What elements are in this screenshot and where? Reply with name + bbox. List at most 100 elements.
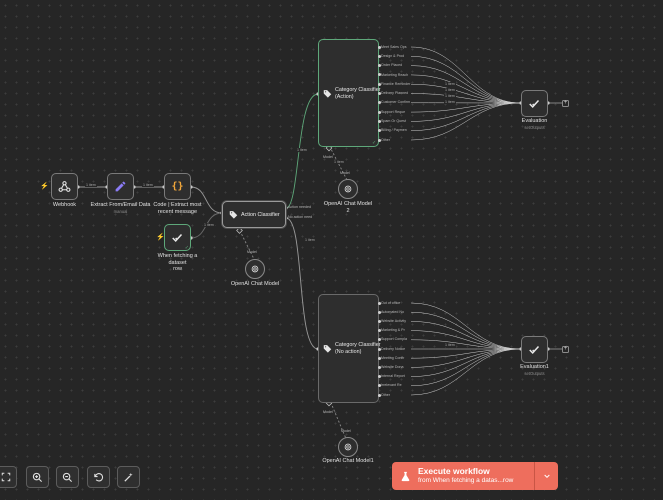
cat-action-port-dot[interactable] (377, 110, 381, 114)
zoom-out-button[interactable] (56, 466, 79, 488)
cat-action-port-dot[interactable] (377, 92, 381, 95)
node-evaluation-label: Evaluation (521, 118, 548, 124)
zoom-in-button[interactable] (26, 466, 49, 488)
cat-noaction-port-dot[interactable] (377, 384, 381, 388)
node-dataset-trigger[interactable]: ✓ (164, 224, 191, 251)
cat-action-fan-edge[interactable] (410, 46, 522, 104)
cat-action-fan-edge[interactable] (410, 56, 522, 104)
cat-noaction-port-dot[interactable] (377, 310, 381, 314)
edge-code-action[interactable] (190, 186, 223, 214)
execute-title: Execute workflow (418, 466, 490, 477)
execute-workflow-button[interactable]: Execute workflow from When fetching a da… (392, 462, 558, 490)
cat-noaction-port-label: Website Activity (381, 319, 407, 323)
node-evaluation[interactable] (521, 90, 548, 117)
port-cat-noaction-model: Model (323, 410, 333, 414)
node-evaluation-sub: setOutputs (524, 125, 545, 130)
cat-action-port-dot[interactable] (377, 129, 381, 133)
cat-noaction-port-label: Automated No (381, 309, 404, 314)
cat-action-port-dot[interactable] (377, 45, 381, 49)
port-no-action: No action need (288, 215, 313, 219)
cat-action-port-dot[interactable] (377, 101, 381, 105)
node-openai1-label: OpenAI Chat Model (230, 281, 280, 287)
node-evaluation1-label: Evaluation1 (520, 364, 549, 370)
node-extract-email[interactable] (107, 173, 134, 200)
edge-label-fan: 1 item (444, 88, 456, 92)
cat-noaction-fan-edge[interactable] (410, 321, 522, 350)
node-webhook[interactable] (51, 173, 78, 200)
cat-noaction-fan-edge[interactable] (410, 348, 522, 396)
cat-noaction-port-dot[interactable] (377, 329, 381, 333)
edge-label-fan: 1 item (444, 82, 456, 86)
cat-action-fan-edge[interactable] (410, 93, 522, 104)
cat-action-port-label: Order Placed (381, 63, 403, 68)
node-code[interactable]: {} (164, 173, 191, 200)
cat-noaction-port-label: Website Dona (381, 365, 404, 369)
cat-action-port-label: Finance Reminder (381, 81, 411, 86)
cat-action-port-dot[interactable] (377, 82, 381, 86)
edge-action-cat-noaction[interactable] (285, 217, 319, 350)
cat-noaction-fan-edge[interactable] (410, 339, 522, 350)
cat-noaction-fan-edge[interactable] (410, 348, 522, 387)
reset-zoom-button[interactable] (87, 466, 110, 488)
cat-noaction-port-dot[interactable] (377, 393, 381, 397)
cat-action-port-label: Other (381, 137, 390, 142)
cat-action-port-dot[interactable] (377, 138, 381, 142)
edge-label-fan2: 1 item (444, 343, 456, 347)
node-extract-sub: manual (113, 209, 128, 214)
cat-action-fan-edge[interactable] (410, 65, 522, 104)
cat-noaction-port-label: Other (381, 392, 390, 397)
cat-noaction-port-dot[interactable] (377, 375, 381, 379)
node-openai-model-1[interactable] (245, 259, 265, 279)
cat-action-fan-edge[interactable] (410, 102, 522, 131)
cat-action-port-dot[interactable] (377, 64, 381, 68)
cat-action-fan-edge[interactable] (410, 74, 522, 104)
port-cat-action-model: Model (323, 155, 333, 159)
cat-noaction-port-dot[interactable] (377, 365, 381, 369)
cat-noaction-fan-edge[interactable] (410, 330, 522, 350)
edge-label-fan: 1 item (444, 94, 456, 98)
edge-model1-action[interactable] (239, 230, 256, 262)
cat-action-fan-edge[interactable] (410, 83, 522, 104)
cat-action-port-dot[interactable] (377, 73, 381, 77)
cat-noaction-port-dot[interactable] (377, 338, 381, 342)
add-node-plus-icon[interactable]: + (562, 345, 569, 353)
cat-noaction-port-dot[interactable] (377, 319, 381, 323)
node-action-classifier[interactable]: Action Classifier (222, 201, 286, 228)
cat-noaction-fan-edge[interactable] (410, 348, 522, 377)
node-openai-model-2[interactable] (338, 179, 358, 199)
edge-label-noaction: 1 item (304, 238, 316, 242)
cat-noaction-fan-edge[interactable] (410, 348, 522, 368)
tag-icon (323, 345, 332, 353)
port-action-needed: Action needed (288, 205, 311, 209)
cat-action-fan-edge[interactable] (410, 102, 522, 141)
trigger-bolt-icon: ⚡ (156, 234, 165, 241)
cat-noaction-fan-edge[interactable] (410, 348, 522, 359)
fit-view-icon (1, 472, 10, 482)
fit-view-button[interactable] (0, 466, 17, 488)
cat-action-fan-edge[interactable] (410, 102, 522, 113)
cat-action-port-dot[interactable] (377, 54, 381, 58)
node-openai-model-3[interactable] (338, 437, 358, 457)
edge-model2-cat[interactable] (330, 148, 348, 181)
cat-noaction-port-dot[interactable] (377, 347, 381, 351)
edge-model3-cat[interactable] (330, 402, 348, 442)
cat-action-port-dot[interactable] (377, 119, 381, 123)
cat-noaction-fan-edge[interactable] (410, 302, 522, 350)
cat-noaction-port-label: Irrelevant Re (381, 383, 402, 388)
node-evaluation-1[interactable] (521, 336, 548, 363)
cat-noaction-port-label: Meeting Confir (381, 355, 405, 360)
undo-icon (94, 472, 104, 481)
execute-subtitle: from When fetching a datas...row (418, 477, 514, 485)
execute-dropdown-toggle[interactable] (534, 462, 558, 490)
evaluation-check-icon (528, 345, 539, 354)
cat-noaction-port-dot[interactable] (377, 301, 381, 305)
cat-noaction-fan-edge[interactable] (410, 311, 522, 350)
success-check-icon: ✓ (372, 140, 377, 146)
tidy-up-button[interactable] (117, 466, 140, 488)
cat-noaction-port-dot[interactable] (377, 356, 381, 360)
edge-label-dataset: 1 item (203, 223, 215, 227)
openai-icon (344, 443, 352, 451)
add-node-plus-icon[interactable]: + (562, 99, 569, 107)
cat-action-fan-edge[interactable] (410, 102, 522, 122)
